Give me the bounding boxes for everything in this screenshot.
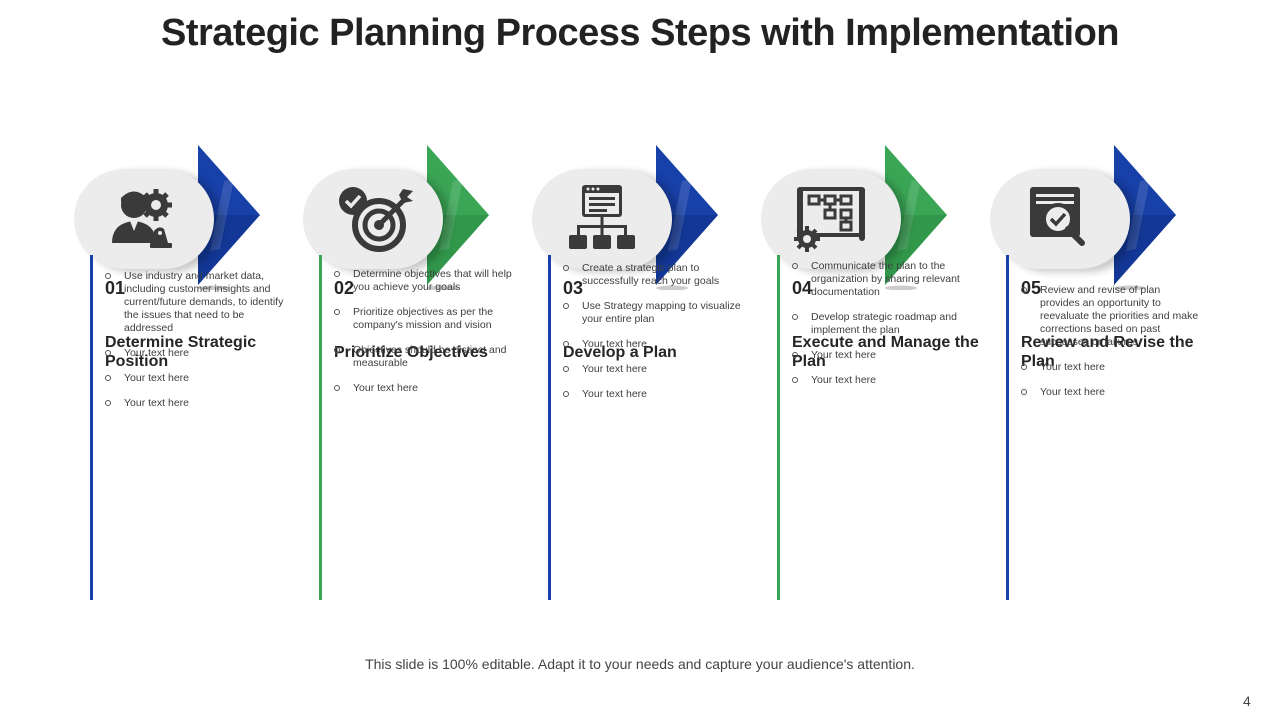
step-bullet-list: Communicate the plan to the organization… (792, 260, 972, 399)
step-divider-line (90, 255, 93, 600)
step-arrow-marker (881, 145, 951, 291)
step-bullet: Your text here (792, 349, 972, 362)
step-heading: Determine Strategic Position (105, 330, 295, 374)
step-bullet-list: Use industry and market data, including … (105, 270, 285, 422)
step-bullet: Your text here (105, 397, 285, 410)
step-bullet: Your text here (563, 388, 743, 401)
step-heading-text: Prioritize Objectives (334, 343, 488, 361)
step-number: 03 (563, 278, 584, 298)
step-number: 02 (334, 278, 355, 298)
step-bullet: Your text here (105, 372, 285, 385)
step-bullet: Develop strategic roadmap and implement … (792, 311, 972, 337)
step-heading: Review and Revise the Plan (1021, 330, 1211, 374)
step-divider-line (319, 255, 322, 600)
step-arrow-marker (652, 145, 722, 291)
hierarchy-plan-icon (562, 181, 642, 257)
blueprint-gear-icon (791, 181, 871, 257)
process-step-3: 03 Develop a Plan Create a strategic pla… (532, 145, 762, 605)
step-bullet: Your text here (1021, 361, 1201, 374)
footer-note: This slide is 100% editable. Adapt it to… (365, 656, 915, 672)
document-review-magnifier-icon (1020, 181, 1100, 257)
step-bullet: Your text here (1021, 386, 1201, 399)
step-heading: Execute and Manage the Plan (792, 330, 982, 374)
target-checkmark-icon (333, 181, 413, 257)
step-bullet: Review and revise of plan provides an op… (1021, 284, 1201, 349)
step-bullet-list: Create a strategic plan to successfully … (563, 262, 743, 413)
step-bullet: Communicate the plan to the organization… (792, 260, 972, 299)
process-step-1: 01 Determine Strategic Position Use indu… (74, 145, 304, 605)
step-divider-line (548, 255, 551, 600)
step-heading: Prioritize Objectives (334, 330, 524, 374)
business-person-gear-icon (104, 181, 184, 257)
step-number: 05 (1021, 278, 1042, 298)
step-divider-line (777, 255, 780, 600)
step-bullet: Your text here (334, 382, 514, 395)
step-arrow-marker (423, 145, 493, 291)
slide-title: Strategic Planning Process Steps with Im… (161, 12, 1120, 54)
step-bullet-list: Review and revise of plan provides an op… (1021, 284, 1201, 411)
step-heading: Develop a Plan (563, 330, 753, 374)
step-bullet: Use Strategy mapping to visualize your e… (563, 300, 743, 326)
step-bullet: Create a strategic plan to successfully … (563, 262, 743, 288)
step-bullet: Your text here (563, 363, 743, 376)
step-number: 01 (105, 278, 126, 298)
step-arrow-marker (194, 145, 264, 291)
process-step-5: 05 Review and Revise the Plan Review and… (990, 145, 1220, 605)
process-step-4: 04 Execute and Manage the Plan Communica… (761, 145, 991, 605)
step-divider-line (1006, 255, 1009, 600)
step-heading-text: Develop a Plan (563, 343, 677, 361)
step-heading-text: Execute and Manage the Plan (792, 334, 979, 370)
icon-oval (74, 169, 214, 269)
step-bullet: Your text here (563, 338, 743, 351)
page-number: 4 (1243, 693, 1251, 709)
step-bullet-list: Determine objectives that will help you … (334, 268, 514, 407)
step-bullet: Prioritize objectives as per the company… (334, 306, 514, 332)
step-heading-text: Review and Revise the Plan (1021, 334, 1194, 370)
process-step-2: 02 Prioritize Objectives Determine objec… (303, 145, 533, 605)
step-bullet: Your text here (105, 347, 285, 360)
step-number: 04 (792, 278, 813, 298)
step-arrow-marker (1110, 145, 1180, 291)
icon-oval (303, 169, 443, 269)
step-bullet: Use industry and market data, including … (105, 270, 285, 335)
step-bullet: Your text here (792, 374, 972, 387)
step-heading-text: Determine Strategic Position (105, 334, 257, 370)
step-bullet: Determine objectives that will help you … (334, 268, 514, 294)
step-bullet: Objectives should be distinct and measur… (334, 344, 514, 370)
